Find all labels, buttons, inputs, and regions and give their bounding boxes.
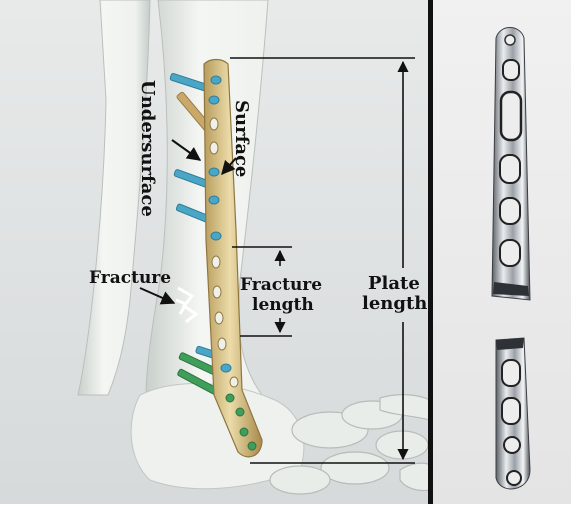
fracture-length-label-line1: Fracture [240,275,322,295]
fracture-label: Fracture [89,268,171,288]
steel-plate-photo-lower [496,338,530,489]
plate-length-label-line2: length [362,293,427,314]
surface-label: Surface [231,100,252,177]
panel-divider [428,0,433,504]
illustration-panel: Undersurface Surface Fracture Fracture l… [0,0,430,504]
fracture-length-label-line2: length [252,295,314,315]
steel-plate-photo [492,28,530,301]
plate-length-label-line1: Plate [368,273,420,294]
undersurface-label: Undersurface [137,80,158,217]
plate-photo-panel [433,0,571,504]
